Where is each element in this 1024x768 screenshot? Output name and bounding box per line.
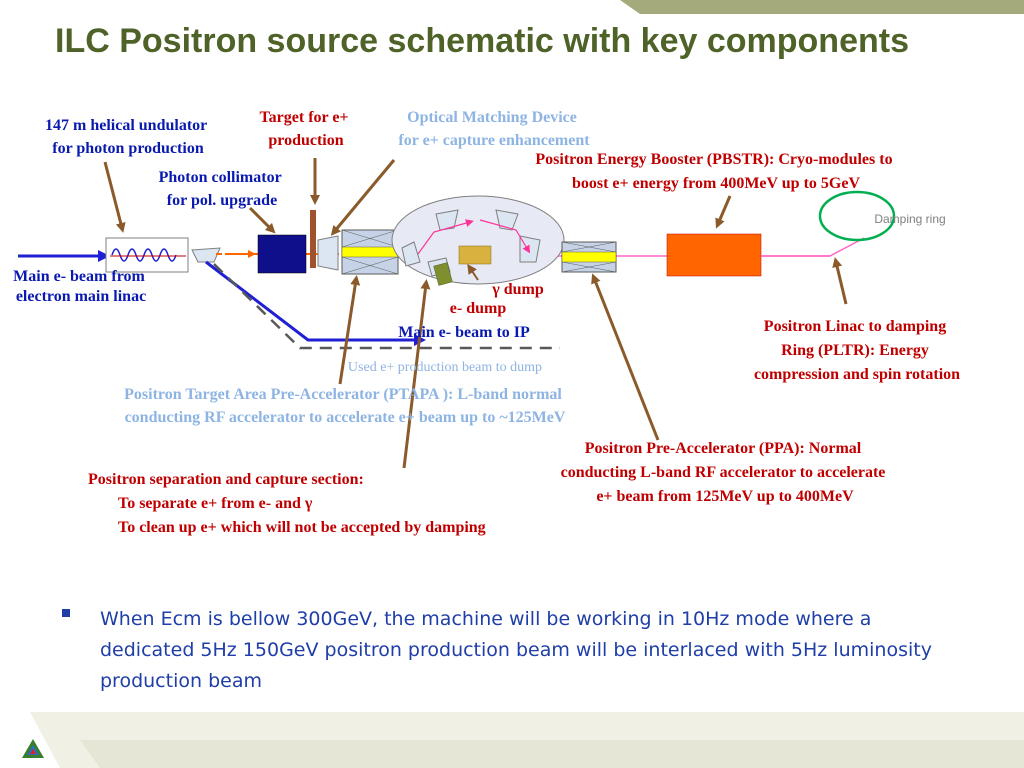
chicane-magnet — [191, 247, 221, 263]
gamma-dump-block — [458, 245, 492, 265]
main-to-ip-label: Main e- beam to IP — [398, 324, 530, 341]
pltr-callout — [832, 257, 848, 305]
ppa-label: Positron Pre-Accelerator (PPA): Normal c… — [561, 440, 890, 505]
positron-source-diagram: 147 m helical undulator for photon produ… — [13, 109, 960, 536]
sep-magnet-2 — [435, 209, 459, 231]
collimator-label: Photon collimator for pol. upgrade — [159, 169, 286, 209]
e-dump-block — [433, 262, 453, 286]
used-beam-line — [213, 263, 560, 350]
pbstr-callout — [715, 195, 732, 229]
ptapa-callout — [338, 275, 361, 385]
sep-path-2 — [479, 219, 531, 254]
bullet-text: When Ecm is bellow 300GeV, the machine w… — [100, 608, 932, 692]
sep-path-1 — [417, 219, 474, 255]
slide-title: ILC Positron source schematic with key c… — [55, 22, 909, 60]
pltr-label: Positron Linac to damping Ring (PLTR): E… — [754, 318, 960, 383]
undulator-callout — [103, 161, 126, 233]
sep-magnet-4 — [519, 235, 541, 263]
gamma-dump-label: γ dump — [491, 281, 544, 298]
bottom-band-inner — [80, 740, 1024, 768]
ppa-callout — [591, 273, 660, 441]
main-beam-label: Main e- beam from electron main linac — [13, 268, 149, 305]
used-beam-label: Used e+ production beam to dump — [348, 360, 542, 375]
bullet-item: When Ecm is bellow 300GeV, the machine w… — [62, 604, 962, 697]
ptapa-core — [341, 246, 399, 258]
ppa-core — [561, 251, 617, 263]
e-dump-label: e- dump — [450, 300, 507, 317]
bullet-marker — [62, 609, 70, 617]
target-label: Target for e+ production — [259, 109, 352, 149]
undulator-wave — [111, 248, 177, 262]
positron-booster — [666, 233, 762, 277]
ptapa-label: Positron Target Area Pre-Accelerator (PT… — [124, 386, 566, 426]
sep-magnet-3 — [495, 209, 519, 231]
collimator-callout — [248, 206, 276, 234]
separation-label: Positron separation and capture section:… — [88, 471, 486, 536]
sep-magnet-1 — [401, 241, 421, 267]
target — [310, 210, 316, 268]
pltr-line — [761, 237, 865, 257]
undulator-label: 147 m helical undulator for photon produ… — [45, 117, 211, 157]
logo-icon — [22, 739, 44, 758]
main-beam-to-ip-line — [205, 260, 426, 346]
omd-callout — [330, 159, 396, 236]
top-banner — [620, 0, 1024, 14]
gamma-dump-callout — [467, 263, 479, 281]
omd-label: Optical Matching Device for e+ capture e… — [398, 109, 590, 149]
damping-ring-label: Damping ring — [874, 212, 945, 226]
damping-ring-circle — [818, 190, 896, 242]
separation-callout — [402, 279, 431, 469]
photon-collimator — [257, 234, 307, 274]
pbstr-label: Positron Energy Booster (PBSTR): Cryo-mo… — [535, 151, 896, 192]
omd — [317, 235, 339, 271]
